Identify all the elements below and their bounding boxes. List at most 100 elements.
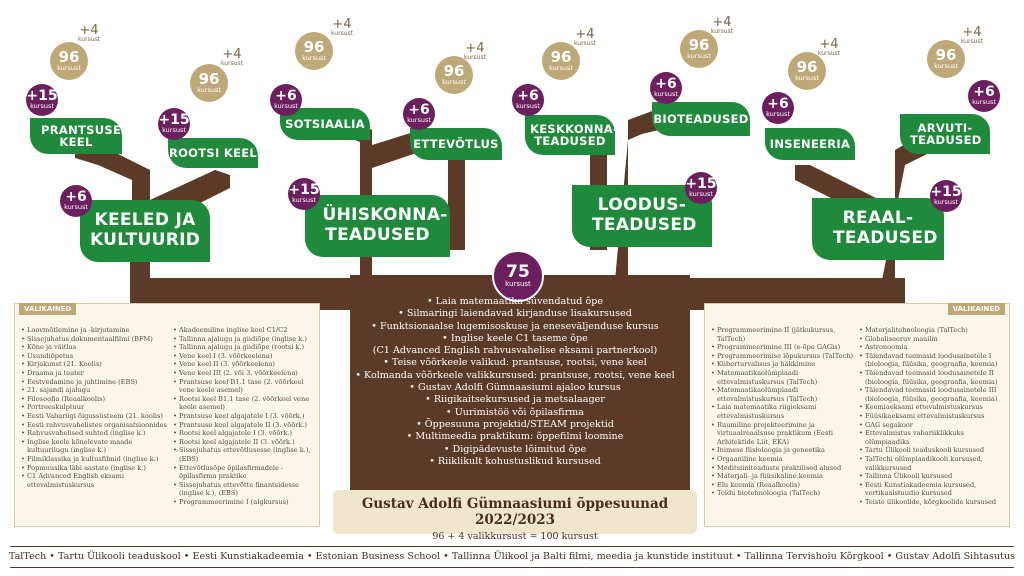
elective-item: Usundiõpetus [21,352,169,361]
elective-item: Sissejuhatus dokumentaalfilmi (BFM) [21,335,169,344]
electives-list: Programmeerimine II (jätkukursus, TalTec… [711,326,855,498]
elective-item: Eesti Vabariigi õigussüsteem (21. koolis… [21,412,169,421]
elective-item: Programmeerimine III (e-õpe GAGis) [711,343,855,352]
subject-sotsiaalia: SOTSIAALIA [280,108,370,140]
elective-item: Elu keemia (Reaalkoolis) [711,481,855,490]
list-item: • Silmaringi laiendavad kirjanduse lisak… [398,308,632,320]
branch-reaalteadused: REAAL-TEADUSED [812,198,944,260]
elective-item: Toidu biotehnoloogia (TalTech) [711,489,855,498]
elective-item: Rootsi keel B1.1 tase (2. võõrkeel vene … [173,395,313,412]
elective-item: Programmeerimise lõpukursus (TalTech) [711,352,855,361]
elective-item: Programmeerimine II (jätkukursus, TalTec… [711,326,855,343]
list-item: • Uurimistöö või õpilasfirma [446,406,584,418]
elective-item: Ettevõtlusõpe õpilasfirmadele - õpilasfi… [173,464,313,481]
subject-keskkonnateadused: KESKKONNA-TEADUSED [525,115,619,155]
elective-item: Prantsuse keel algajatele II (3. võõrk.) [173,421,313,430]
elective-item: Täiendavad teemasid loodusainetele III (… [859,386,1005,403]
elective-item: Filmiklassika ja kultusfilmid (inglise k… [21,455,169,464]
elective-item: Prantsuse keel algajatele I (3. võõrk.) [173,412,313,421]
elective-item: Matemaatikaolümpiaadi ettevalmistuskursu… [711,386,855,403]
partners-footer: TalTech • Tartu Ülikooli teaduskool • Ee… [0,546,1024,568]
elective-item: Täiendavad teemasid loodusainetele II (b… [859,369,1005,386]
elective-item: 21. sajandi ajalugu [21,386,169,395]
subject-prantsuse-keel: PRANTSUSE KEEL [30,118,122,154]
elective-item: Täiendavad teemasid loodusainetele I (bi… [859,352,1005,369]
elective-item: Füüsikaeksami ettevalmistuskursus [859,412,1005,421]
elective-item: C1 Advanced English eksami ettevalmistus… [21,472,169,489]
elective-item: Tallinna ajalugu ja giidiõpe (inglise k.… [173,335,313,344]
elective-item: Inimese füsioloogia ja geneetika [711,446,855,455]
elective-item: Draama ja teater [21,369,169,378]
electives-list: Loovmõtlemine ja -kirjutamineSissejuhatu… [21,326,169,489]
elective-item: Keemiaeksami ettevalmistuskursus [859,403,1005,412]
elective-item: Eesti rahvusvahelistes organisatsioonide… [21,421,169,430]
subject-label: PRANTSUSE KEEL [41,122,122,149]
elective-item: Rootsi keel algajatele I (3. võõrk.) [173,429,313,438]
list-item: • Õppesuuna projektid/STEAM projektid [416,418,614,430]
list-item: • Laia matemaatika süvendatud õpe [426,296,604,307]
branch-yhiskonnateadused: ÜHISKONNA-TEADUSED [305,195,450,257]
elective-item: Teiste ülikoolide, kõrgkoolide kursused [859,498,1005,507]
subject-inseneeria: INSENEERIA [765,128,855,160]
list-item: • Funktsionaalse lugemisoskuse ja enesev… [371,320,659,332]
subject-label: ARVUTI-TEADUSED [910,120,982,147]
branch-keeled-ja-kultuurid: KEELED JA KULTUURID [80,200,210,262]
elective-item: Portreeskulptuur [21,403,169,412]
elective-item: Eestvedamine ja juhtimine (EBS) [21,378,169,387]
elective-item: Ettevalmistus vabariiklikkuks olümpiaadi… [859,429,1005,446]
electives-list: Akadeemiline inglise keel C1/C2Tallinna … [173,326,313,506]
branch-label: REAAL-TEADUSED [833,208,938,248]
elective-item: Inglise keele kõnelevate maade kultuuril… [21,438,169,455]
list-item: • Riigikaitsekursused ja metsalaager [425,394,605,406]
elective-item: Astronoomia [859,343,1005,352]
elective-item: Tallinna ajalugu ja giidiõpe (rootsi k.) [173,343,313,352]
page-subtitle: 96 + 4 valikkursust = 100 kursust [432,531,598,542]
elective-item: Eesti Kunstiakadeemia kursused, vertikaa… [859,481,1005,498]
page-title: Gustav Adolfi Gümnaasiumi õppesuunad 202… [361,496,669,528]
elective-item: Kõne ja väitlus [21,343,169,352]
elective-item: Vene keel I (3. võõrkeelena) [173,352,313,361]
elective-item: Materjali- ja füüsikaline keemia [711,472,855,481]
panel-tag: VALIKAINED [947,303,1005,315]
list-item: • Inglise keele C1 taseme õpe [442,332,588,344]
elective-item: GAG segakoor [859,421,1005,430]
list-item: • Multimeedia praktikum: õppefilmi loomi… [406,431,624,443]
subject-label: KESKKONNA-TEADUSED [530,121,619,148]
elective-item: Filosoofia (Reaalkoolis) [21,395,169,404]
branch-label: LOODUS-TEADUSED [592,195,697,235]
elective-item: Laia matemaatika riigieksami ettevalmist… [711,403,855,420]
elective-item: Sissejuhatus ettevõtlusesse (inglise k.)… [173,446,313,463]
panel-tag: VALIKAINED [19,303,77,315]
subject-rootsi-keel: ROOTSI KEEL [168,138,258,168]
subject-bioteadused: BIOTEADUSED [652,102,750,136]
elective-item: Vene keel II (3. võõrkeelena) [173,360,313,369]
elective-item: Popmuusika läbi aastate (inglise k.) [21,464,169,473]
elective-item: Globaliseeruv maailm [859,335,1005,344]
subject-label: ETTEVÕTLUS [413,136,499,151]
subject-label: SOTSIAALIA [285,116,365,131]
list-item: • Digipädevuste lõimitud õpe [443,443,587,455]
elective-item: Loovmõtlemine ja -kirjutamine [21,326,169,335]
